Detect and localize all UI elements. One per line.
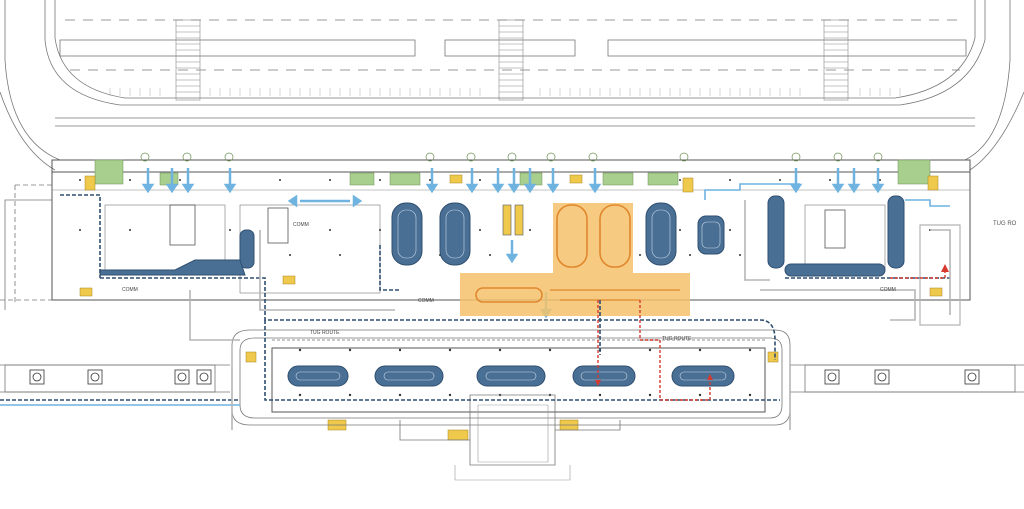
ground-equipment-stands [29,369,980,385]
perimeter-dashed [0,184,52,305]
escalator [502,204,524,236]
comm-label-2: COMM [122,287,138,293]
comm-label-3: COMM [418,298,434,304]
apron-lines [0,199,1024,481]
tug-route-label-right: TUG RO [993,221,1017,227]
tug-route-label-lower-right: TUG ROUTE [662,336,692,342]
baggage-route-blue-light [0,183,950,406]
tug-route-grey [189,200,961,430]
carousel-3 [645,202,677,266]
makeup-belt-2 [374,365,444,387]
tug-route-label-lower-left: TUG ROUTE [310,330,340,336]
baggage-route-blue-dashed [0,194,950,401]
parking-stalls [109,88,901,96]
carousel-2 [439,202,471,266]
belt-right-vertical-2 [887,195,905,269]
comm-label-4: COMM [880,287,896,293]
support-yellow [79,174,943,441]
makeup-belt-4 [572,365,636,387]
belt-left-horizontal [99,259,246,276]
carousel-4 [697,215,725,255]
carousel-orange-3 [475,287,543,303]
carousel-inner-lines [397,209,721,259]
makeup-belt-3 [476,365,546,387]
belt-right-horizontal [784,263,886,277]
belt-left-vertical [239,229,255,269]
baggage-carousels-lower [287,365,735,387]
passenger-flow-arrows [141,168,885,319]
carousel-1 [391,202,423,266]
support-rooms [94,159,931,186]
highlight-zone-orange [460,203,690,316]
route-red-dashed [597,270,946,401]
makeup-belt-inner [295,371,727,381]
crosswalks [175,19,849,101]
carousel-orange-2 [599,204,631,268]
route-red-markers [595,264,949,386]
makeup-belt-1 [287,365,349,387]
gate-markers [140,152,883,162]
baggage-carousels-upper [99,195,905,277]
makeup-belt-5 [671,365,735,387]
roadway-area [0,0,1024,171]
carousel-orange-1 [556,204,588,268]
comm-label-1: COMM [293,222,309,228]
belt-right-vertical-1 [767,195,785,269]
